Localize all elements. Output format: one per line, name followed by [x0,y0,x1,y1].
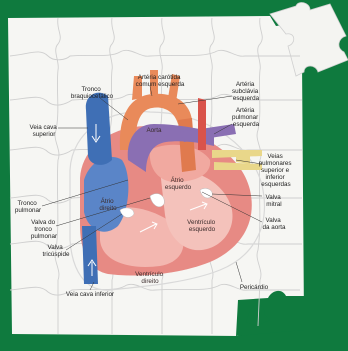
label-valva-tronco-pulmonar: Valva do tronco pulmonar [31,219,57,240]
label-ventriculo-esquerdo: Ventrículo esquerdo [187,219,217,233]
label-tronco-pulmonar: Tronco pulmonar [15,200,41,214]
label-veia-cava-inferior: Veia cava inferior [66,291,114,298]
label-atrio-direito: Átrio direito [99,196,117,212]
label-pericardio: Pericárdio [240,284,269,291]
label-arteria-pulmonar: Artéria pulmonar esquerda [232,107,260,128]
label-valva-aorta: Valva da aorta [262,217,286,231]
label-valva-mitral: Valva mitral [265,194,282,208]
label-veia-cava-superior: Veia cava superior [29,124,58,138]
label-arteria-subclavia: Artéria subclávia esquerda [232,81,260,102]
label-arteria-carotida: Artéria carótida comum esquerda [136,74,185,88]
label-aorta: Aorta [146,127,162,134]
